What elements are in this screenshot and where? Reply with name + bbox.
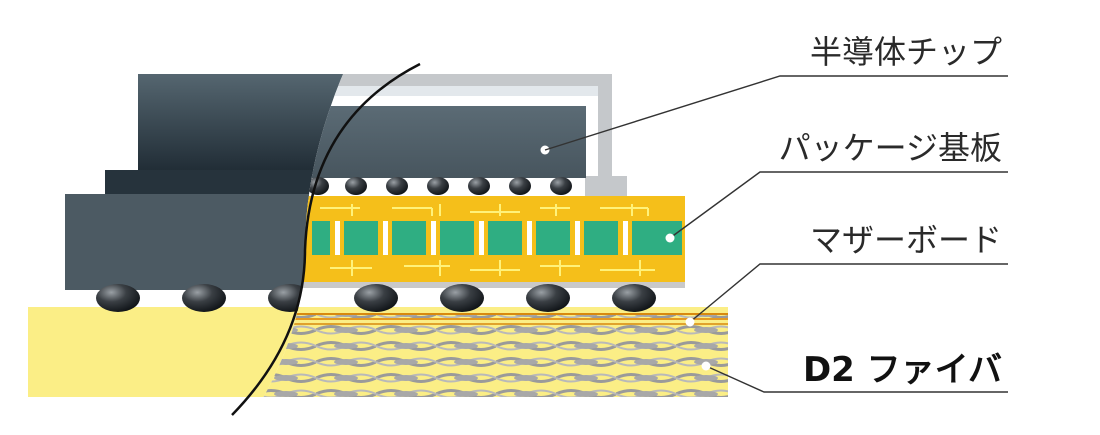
board-solder-balls-right [354, 284, 656, 312]
chip-bumps [307, 177, 572, 195]
label-package-substrate: パッケージ基板 [779, 129, 1002, 167]
cut-line [231, 62, 421, 416]
leader-lines [544, 75, 1008, 393]
d2-fiber-board [240, 307, 728, 397]
leader-fiber [705, 365, 1008, 393]
cutaway-right [300, 74, 685, 312]
board-solder-balls-left [96, 284, 312, 312]
leader-chip [544, 75, 1008, 151]
label-semiconductor-chip: 半導体チップ [810, 33, 1002, 71]
semiconductor-chip [300, 106, 586, 178]
package-substrate [300, 196, 685, 288]
leader-package [669, 171, 1008, 239]
leader-motherboard [689, 263, 1008, 323]
label-d2-fiber: D2 ファイバ [803, 350, 1002, 390]
label-motherboard: マザーボード [810, 221, 1002, 259]
